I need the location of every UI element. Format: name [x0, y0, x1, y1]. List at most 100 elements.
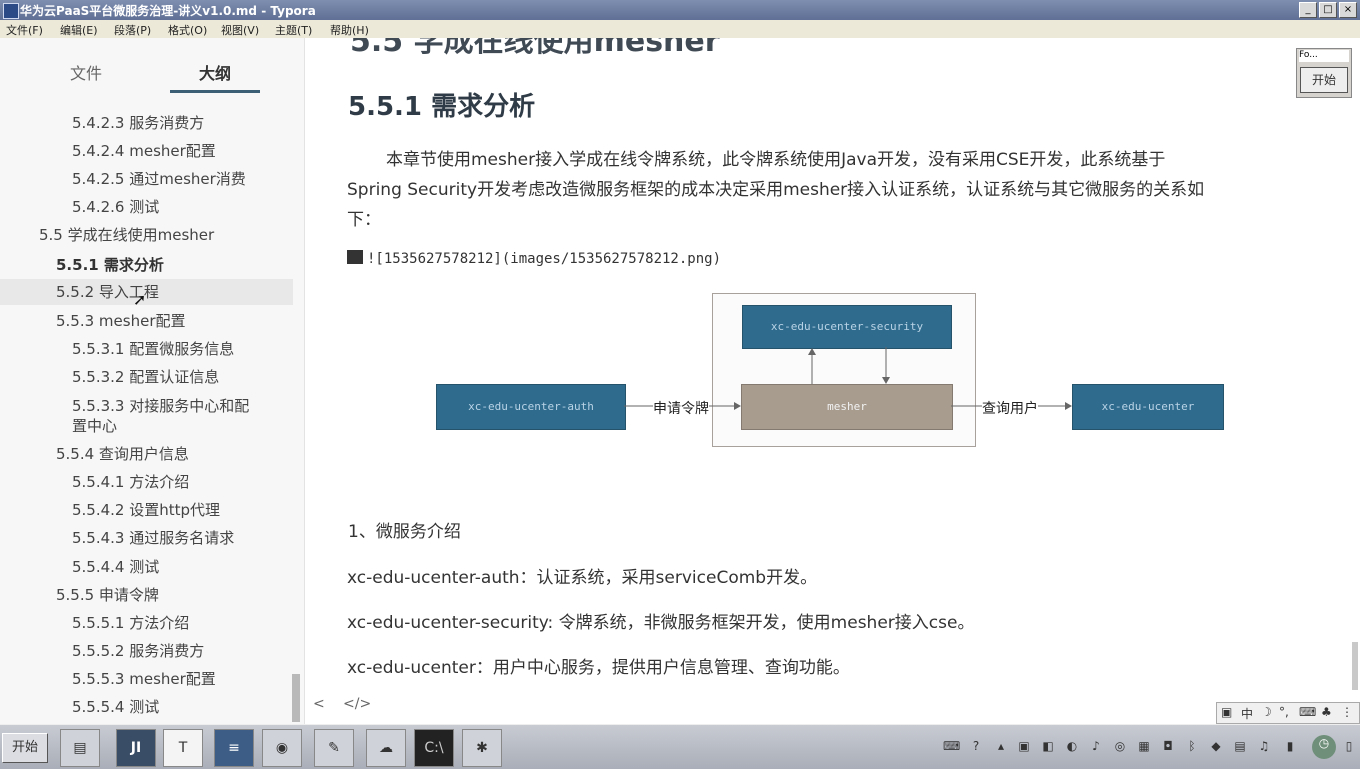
- paragraph-line: 本章节使用mesher接入学成在线令牌系统，此令牌系统使用Java开发，没有采用…: [386, 150, 1166, 170]
- outline-item[interactable]: 5.5.5.4 测试: [72, 698, 160, 716]
- tray-app-icon[interactable]: ◎: [1114, 739, 1126, 753]
- outline-item-hover[interactable]: 5.5.2 导入工程: [0, 279, 293, 305]
- editor-scrollbar[interactable]: [1352, 642, 1358, 690]
- network-icon[interactable]: ☁: [366, 729, 406, 767]
- window-controls: _ □ ×: [1299, 2, 1357, 18]
- sidebar: 文件 大纲 5.4.2.3 服务消费方 5.4.2.4 mesher配置 5.4…: [0, 38, 305, 724]
- outline-item-active[interactable]: 5.5.1 需求分析: [56, 256, 164, 274]
- section-title: 1、微服务介绍: [348, 522, 461, 542]
- tray-help-icon[interactable]: ?: [972, 739, 980, 753]
- ime-toolbar: ▣ 中 ☽ °, ⌨ ♣ ⋮: [1216, 702, 1360, 724]
- show-desktop-icon[interactable]: ▯: [1345, 739, 1353, 753]
- outline-item[interactable]: 5.4.2.5 通过mesher消费: [72, 170, 246, 188]
- ime-more-icon[interactable]: ⋮: [1341, 705, 1353, 719]
- taskbar: 开始 ▤ JI T ≡ ◉ ✎ ☁ C:\ ✱ ⌨ ? ▴ ▣ ◧ ◐ ♪ ◎ …: [0, 724, 1360, 769]
- close-button[interactable]: ×: [1339, 2, 1357, 18]
- label-query-user: 查询用户: [982, 398, 1038, 418]
- image-markdown[interactable]: ![1535627578212](images/1535627578212.pn…: [347, 250, 721, 267]
- outline-item-wrap[interactable]: 置中心: [72, 417, 118, 435]
- source-mode-icon[interactable]: </>: [343, 696, 372, 712]
- tray-keyboard-icon[interactable]: ⌨: [943, 739, 961, 753]
- tray-app-icon[interactable]: ◆: [1211, 739, 1221, 753]
- outline-item-label: 5.5.2 导入工程: [56, 283, 159, 301]
- outline-item[interactable]: 5.4.2.6 测试: [72, 198, 160, 216]
- mouse-cursor-icon: ➚: [133, 290, 147, 309]
- paragraph-line: Spring Security开发考虑改造微服务框架的成本决定采用mesher接…: [347, 180, 1205, 200]
- word-icon[interactable]: ≡: [214, 729, 254, 767]
- mesher-box: mesher: [741, 384, 953, 430]
- tray-app-icon[interactable]: ▤: [1234, 739, 1246, 753]
- menu-help[interactable]: 帮助(H): [330, 24, 369, 37]
- signal-icon[interactable]: ▮: [1286, 739, 1294, 753]
- ime-punct-icon[interactable]: °,: [1279, 705, 1289, 719]
- sidebar-scrollbar[interactable]: [292, 674, 300, 722]
- outline-item[interactable]: 5.5.4 查询用户信息: [56, 445, 189, 463]
- maximize-button[interactable]: □: [1319, 2, 1337, 18]
- outline-item[interactable]: 5.4.2.4 mesher配置: [72, 142, 216, 160]
- outline-item[interactable]: 5.5.4.2 设置http代理: [72, 501, 221, 519]
- tray-app-icon[interactable]: ◧: [1042, 739, 1054, 753]
- tray-arrow-icon[interactable]: ▴: [997, 739, 1005, 753]
- typora-icon[interactable]: T: [163, 729, 203, 767]
- tray-app-icon[interactable]: ◐: [1066, 739, 1078, 753]
- outline-item[interactable]: 5.5.3.3 对接服务中心和配: [72, 397, 250, 415]
- service-line-ucenter: xc-edu-ucenter：用户中心服务，提供用户信息管理、查询功能。: [347, 658, 850, 678]
- tab-outline[interactable]: 大纲: [199, 64, 232, 83]
- ime-chinese-toggle[interactable]: 中: [1241, 707, 1254, 721]
- outline-item[interactable]: 5.5.5.1 方法介绍: [72, 614, 190, 632]
- outline-item[interactable]: 5.5.5.3 mesher配置: [72, 670, 216, 688]
- menu-edit[interactable]: 编辑(E): [60, 24, 98, 37]
- start-record-button[interactable]: 开始: [1300, 67, 1348, 93]
- menu-view[interactable]: 视图(V): [221, 24, 260, 37]
- toggle-sidebar-icon[interactable]: <: [313, 696, 325, 712]
- tray-app-icon[interactable]: ▦: [1138, 739, 1150, 753]
- image-markdown-text: ![1535627578212](images/1535627578212.pn…: [367, 251, 722, 267]
- outline-item[interactable]: 5.4.2.3 服务消费方: [72, 114, 205, 132]
- ime-moon-icon[interactable]: ☽: [1261, 705, 1272, 719]
- outline-item[interactable]: 5.5.3 mesher配置: [56, 312, 186, 330]
- ime-skin-icon[interactable]: ♣: [1321, 705, 1332, 719]
- menu-format[interactable]: 格式(O): [168, 24, 208, 37]
- floating-panel-title: Fo...: [1299, 50, 1349, 62]
- typora-app-icon: [3, 3, 19, 19]
- paragraph-line: 下：: [347, 210, 381, 230]
- label-apply-token: 申请令牌: [653, 398, 709, 418]
- media-icon[interactable]: ◉: [262, 729, 302, 767]
- tool-icon[interactable]: ✎: [314, 729, 354, 767]
- title-bar: 华为云PaaS平台微服务治理-讲义v1.0.md - Typora _ □ ×: [0, 0, 1360, 20]
- intellij-icon[interactable]: JI: [116, 729, 156, 767]
- outline-item[interactable]: 5.5.4.3 通过服务名请求: [72, 529, 235, 547]
- menu-file[interactable]: 文件(F): [6, 24, 43, 37]
- tab-files[interactable]: 文件: [70, 64, 103, 83]
- tray-app-icon[interactable]: ◘: [1163, 739, 1173, 753]
- start-button[interactable]: 开始: [2, 733, 48, 763]
- outline-item[interactable]: 5.5.5.2 服务消费方: [72, 642, 205, 660]
- clock-icon[interactable]: ◷: [1312, 735, 1336, 759]
- cmd-icon[interactable]: C:\: [414, 729, 454, 767]
- outline-item[interactable]: 5.5.4.1 方法介绍: [72, 473, 190, 491]
- bell-icon[interactable]: ♪: [1092, 739, 1100, 753]
- outline-item[interactable]: 5.5.4.4 测试: [72, 558, 160, 576]
- explorer-icon[interactable]: ▤: [60, 729, 100, 767]
- service-line-auth: xc-edu-ucenter-auth：认证系统，采用serviceComb开发…: [347, 568, 818, 588]
- minimize-button[interactable]: _: [1299, 2, 1317, 18]
- ime-keyboard-icon[interactable]: ⌨: [1299, 705, 1317, 719]
- tray-app-icon[interactable]: ▣: [1018, 739, 1030, 753]
- menu-theme[interactable]: 主题(T): [275, 24, 313, 37]
- outline-item[interactable]: 5.5 学成在线使用mesher: [39, 226, 215, 244]
- outline-item[interactable]: 5.5.3.2 配置认证信息: [72, 368, 220, 386]
- ucenter-box: xc-edu-ucenter: [1072, 384, 1224, 430]
- active-tab-indicator: [170, 90, 260, 93]
- volume-icon[interactable]: ♫: [1258, 739, 1270, 753]
- window-title: 华为云PaaS平台微服务治理-讲义v1.0.md - Typora: [20, 4, 316, 18]
- outline-item[interactable]: 5.5.3.1 配置微服务信息: [72, 340, 235, 358]
- ime-logo-icon[interactable]: ▣: [1221, 705, 1233, 719]
- security-box: xc-edu-ucenter-security: [742, 305, 952, 349]
- service-line-security: xc-edu-ucenter-security: 令牌系统，非微服务框架开发，使…: [347, 613, 975, 633]
- outline-item[interactable]: 5.5.5 申请令牌: [56, 586, 159, 604]
- heading: 5.5.1 需求分析: [348, 92, 536, 122]
- menu-paragraph[interactable]: 段落(P): [114, 24, 152, 37]
- auth-box: xc-edu-ucenter-auth: [436, 384, 626, 430]
- paint-icon[interactable]: ✱: [462, 729, 502, 767]
- bluetooth-icon[interactable]: ᛒ: [1188, 739, 1196, 753]
